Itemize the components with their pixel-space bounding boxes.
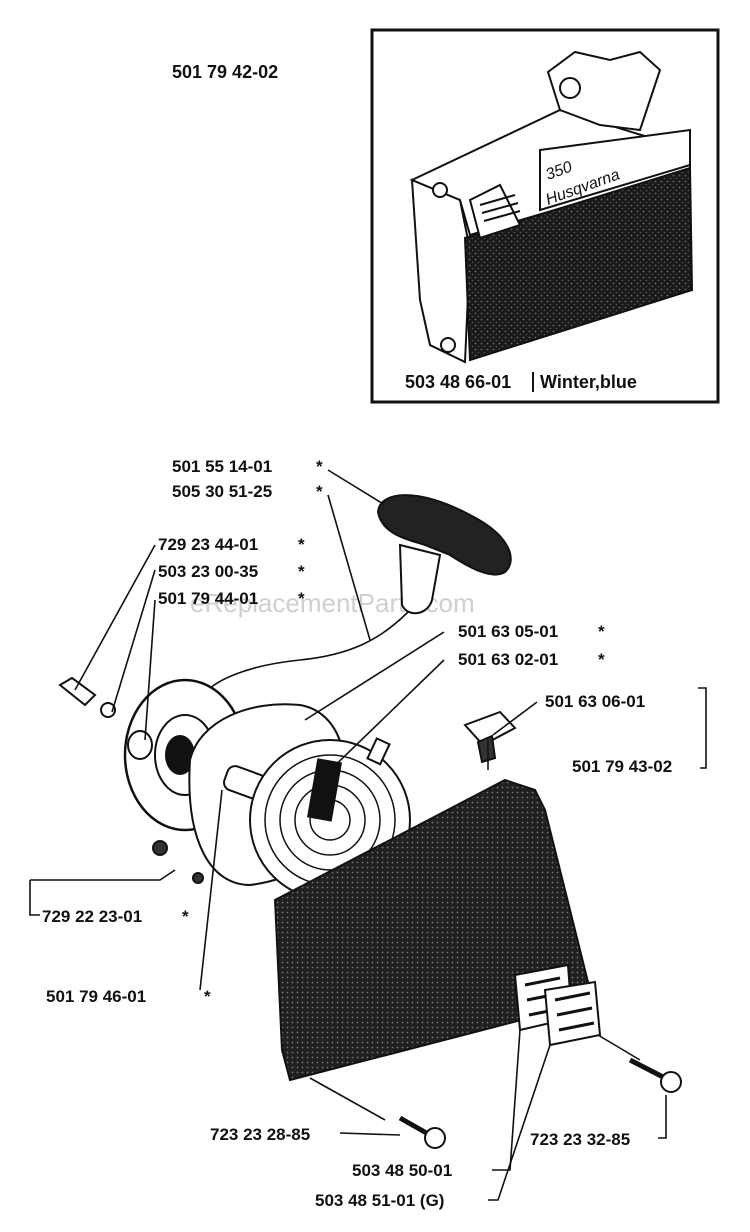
callout-503-48-50-01: 503 48 50-01 <box>352 1161 452 1180</box>
leader-lines <box>29 469 707 1201</box>
screw-right-illustration <box>628 1057 682 1093</box>
kit-label: 501 79 42-02 <box>172 62 278 82</box>
callout-asterisk-9: * <box>204 987 211 1006</box>
callout-505-30-51-25: 505 30 51-25 <box>172 482 272 501</box>
callout-asterisk-5: * <box>298 589 305 608</box>
callout-asterisk-7: * <box>598 650 605 669</box>
callout-asterisk-6: * <box>598 622 605 641</box>
callout-503-23-00-35: 503 23 00-35 <box>158 562 258 581</box>
callout-501-63-05-01: 501 63 05-01 <box>458 622 558 641</box>
decal-plates-illustration <box>513 963 602 1047</box>
starter-cover-winter-illustration: Husqvarna 350 <box>409 50 694 364</box>
callout-asterisk-1: * <box>316 457 323 476</box>
callout-501-79-43-02: 501 79 43-02 <box>572 757 672 776</box>
callout-asterisk-2: * <box>316 482 323 501</box>
callout-501-63-06-01: 501 63 06-01 <box>545 692 645 711</box>
callout-asterisk-4: * <box>298 562 305 581</box>
callout-723-23-28-85: 723 23 28-85 <box>210 1125 310 1144</box>
callout-501-79-46-01: 501 79 46-01 <box>46 987 146 1006</box>
callout-501-63-02-01: 501 63 02-01 <box>458 650 558 669</box>
screw-left-illustration <box>398 1115 446 1149</box>
callout-501-79-44-01: 501 79 44-01 <box>158 589 258 608</box>
callout-729-22-23-01: 729 22 23-01 <box>42 907 142 926</box>
callout-501-55-14-01: 501 55 14-01 <box>172 457 272 476</box>
starter-handle-illustration <box>199 494 512 701</box>
inset-panel: Husqvarna 350 503 48 66-01 Winter,blue <box>370 28 720 404</box>
callout-asterisk-8: * <box>182 907 189 926</box>
callout-723-23-32-85: 723 23 32-85 <box>530 1130 630 1149</box>
inset-part-number: 503 48 66-01 <box>405 372 511 392</box>
inset-variant-label: Winter,blue <box>540 372 637 392</box>
callout-503-48-51-01-g: 503 48 51-01 (G) <box>315 1191 444 1210</box>
callout-asterisk-3: * <box>298 535 305 554</box>
callout-729-23-44-01: 729 23 44-01 <box>158 535 258 554</box>
